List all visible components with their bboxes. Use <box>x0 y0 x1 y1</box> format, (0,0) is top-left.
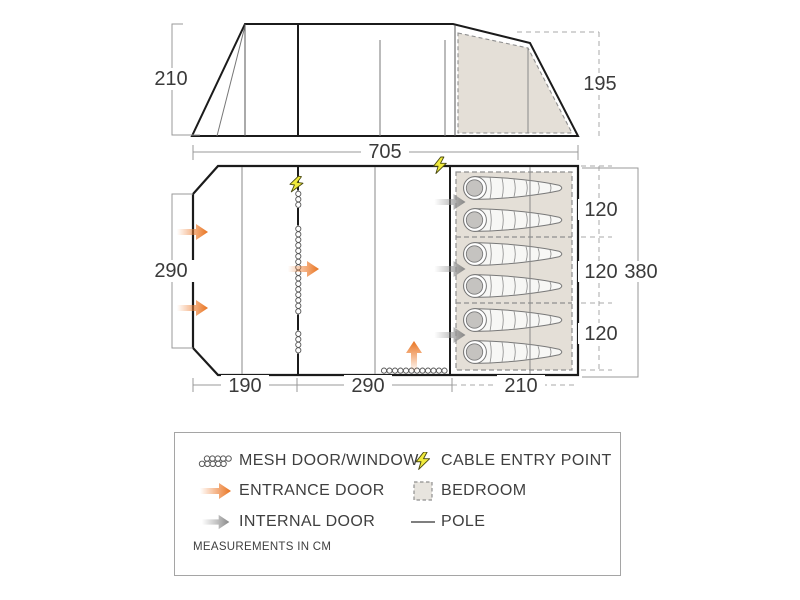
dim-pod-width-3: 120 <box>584 323 617 345</box>
legend-item-mesh: MESH DOOR/WINDOW <box>193 449 419 473</box>
dim-label-bg <box>578 261 624 282</box>
legend-label: INTERNAL DOOR <box>239 513 376 530</box>
legend-label: BEDROOM <box>441 482 527 499</box>
dim-label-bg <box>578 323 624 344</box>
mesh-door-window-icon <box>193 454 239 468</box>
bedroom-area <box>455 171 573 371</box>
dim-front-height: 210 <box>154 68 187 90</box>
legend-label: ENTRANCE DOOR <box>239 482 385 499</box>
floor-plan: 290 190 290 210 120 120 1 <box>147 156 664 397</box>
dim-label-bg <box>146 68 196 90</box>
dim-label-bg <box>147 260 195 282</box>
diagram-canvas: 210 195 705 <box>146 23 664 397</box>
legend-item-cable: CABLE ENTRY POINT <box>405 449 612 473</box>
measurements-note: MEASUREMENTS IN CM <box>193 541 332 553</box>
legend-item-bedroom: BEDROOM <box>405 479 526 503</box>
dim-label-bg <box>497 375 545 396</box>
dim-living-length: 290 <box>351 375 384 397</box>
dim-label-bg <box>361 141 409 163</box>
dim-label-bg <box>344 375 392 396</box>
legend-label: POLE <box>441 513 486 530</box>
dim-pod-width-1: 120 <box>584 199 617 221</box>
dim-porch-length: 190 <box>228 375 261 397</box>
dim-rear-height: 195 <box>583 73 616 95</box>
side-view: 210 195 <box>146 23 626 137</box>
dim-front-width: 290 <box>154 260 187 282</box>
dim-bedroom-length: 210 <box>504 375 537 397</box>
entrance-door-icon <box>193 482 239 500</box>
legend-label: CABLE ENTRY POINT <box>441 452 612 469</box>
pole-icon <box>405 519 441 525</box>
dim-total-length: 705 <box>368 141 401 163</box>
dim-label-bg <box>221 375 269 396</box>
internal-door-icon <box>193 514 239 530</box>
dim-total-width: 380 <box>624 261 657 283</box>
legend-label: MESH DOOR/WINDOW <box>239 452 419 469</box>
legend-item-pole: POLE <box>405 510 485 534</box>
cable-entry-point-icon <box>405 452 441 470</box>
side-view-bedroom-area <box>457 32 573 134</box>
dim-pod-width-2: 120 <box>584 261 617 283</box>
legend-box: MESH DOOR/WINDOW ENTRANCE DOOR <box>174 432 621 576</box>
bedroom-icon <box>405 481 441 501</box>
legend-item-entrance: ENTRANCE DOOR <box>193 479 385 503</box>
legend-item-internal: INTERNAL DOOR <box>193 510 375 534</box>
dim-total-length-group: 705 <box>192 141 579 163</box>
dim-label-bg <box>576 73 626 95</box>
dim-right-group: 120 120 120 380 <box>578 165 664 378</box>
side-view-guy-line <box>216 25 246 137</box>
dim-label-bg <box>618 261 664 282</box>
dim-label-bg <box>578 199 624 220</box>
dim-bottom-group: 190 290 210 <box>192 375 578 397</box>
